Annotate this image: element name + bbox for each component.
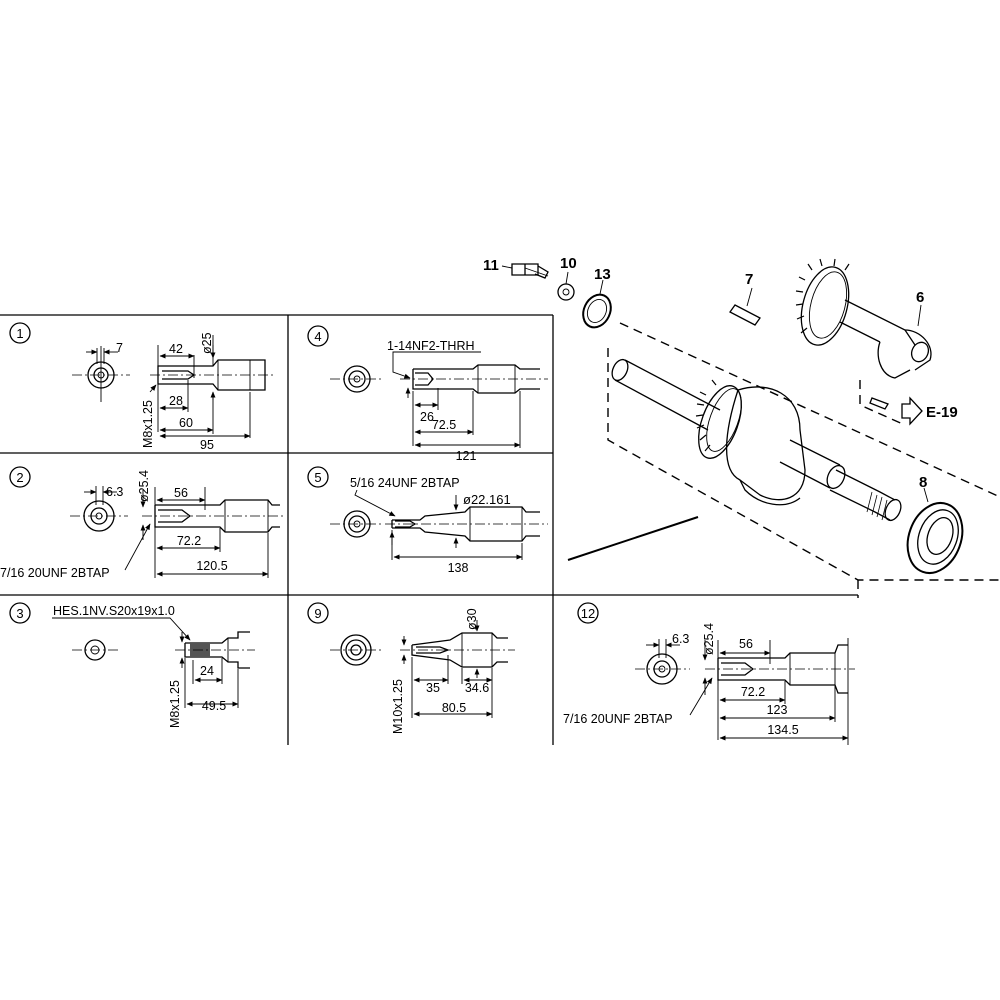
- panel-1-drawing: [72, 335, 275, 439]
- panel-3-dim-24: 24: [200, 664, 214, 678]
- panel-2-drawing: [70, 486, 285, 578]
- panel-9-diameter: ø30: [465, 608, 479, 630]
- panel-12-dim-123: 123: [767, 703, 788, 717]
- seal-13: [582, 279, 612, 329]
- panel-9-dim-35: 35: [426, 681, 440, 695]
- exploded-view: [501, 258, 1000, 598]
- camshaft-6: [795, 258, 932, 379]
- panel-5-number: 5: [314, 470, 321, 485]
- panel-2-dim-120-5: 120.5: [196, 559, 227, 573]
- panel-1-dim-60: 60: [179, 416, 193, 430]
- panel-2-diameter: ø25.4: [137, 470, 151, 502]
- panel-12-number: 12: [581, 606, 595, 621]
- panel-5-thread: 5/16 24UNF 2BTAP: [350, 476, 460, 490]
- panel-2-dim-72-2: 72.2: [177, 534, 201, 548]
- panel-3-drawing: [52, 617, 255, 708]
- panel-1-number: 1: [16, 326, 23, 341]
- bearing-8: [906, 487, 964, 574]
- panel-3-thread-top: HES.1NV.S20x19x1.0: [53, 604, 175, 618]
- panel-4-number: 4: [314, 329, 321, 344]
- panel-9-number: 9: [314, 606, 321, 621]
- panel-4-dim-121: 121: [456, 449, 477, 463]
- panel-1-dim-95: 95: [200, 438, 214, 452]
- panel-2-key-dim: 6.3: [106, 485, 123, 499]
- panel-5-dim-138: 138: [448, 561, 469, 575]
- panel-1-dim-28: 28: [169, 394, 183, 408]
- panel-1-key-dim: 7: [116, 341, 123, 355]
- panel-12-dim-56: 56: [739, 637, 753, 651]
- panel-12-drawing: [635, 638, 855, 745]
- panel-9-dim-80-5: 80.5: [442, 701, 466, 715]
- panel-5-drawing: [330, 489, 548, 560]
- crankshaft: [611, 358, 902, 522]
- callout-10: 10: [560, 255, 577, 272]
- panel-4-dim-26: 26: [420, 410, 434, 424]
- panel-12-dim-134-5: 134.5: [767, 723, 798, 737]
- panel-number-badges: [9, 322, 599, 624]
- callout-13: 13: [594, 266, 611, 283]
- panel-9-dim-34-6: 34.6: [465, 681, 489, 695]
- panel-3-thread: M8x1.25: [168, 680, 182, 728]
- key-7: [729, 287, 761, 326]
- panel-3-dim-49-5: 49.5: [202, 699, 226, 713]
- panel-9-drawing: [330, 620, 515, 718]
- callout-6: 6: [916, 289, 924, 306]
- panel-1-dim-42: 42: [169, 342, 183, 356]
- reference-e-19[interactable]: E-19: [926, 404, 958, 421]
- panel-4-drawing: [330, 351, 548, 448]
- panel-12-thread: 7/16 20UNF 2BTAP: [563, 712, 673, 726]
- panel-12-diameter: ø25.4: [702, 623, 716, 655]
- panel-1-diameter: ø25: [200, 332, 214, 354]
- washer-10: [557, 271, 575, 301]
- panel-2-number: 2: [16, 470, 23, 485]
- callout-11: 11: [483, 257, 499, 274]
- panel-9-thread: M10x1.25: [391, 679, 405, 734]
- panel-3-number: 3: [16, 606, 23, 621]
- panel-4-thread: 1-14NF2-THRH: [387, 339, 475, 353]
- panel-1-thread: M8x1.25: [141, 400, 155, 448]
- panel-5-diameter: ø22.161: [463, 492, 511, 507]
- callout-8: 8: [919, 474, 927, 491]
- panel-12-dim-72-2: 72.2: [741, 685, 765, 699]
- panel-4-dim-72-5: 72.5: [432, 418, 456, 432]
- panel-2-dim-56: 56: [174, 486, 188, 500]
- panel-2-thread: 7/16 20UNF 2BTAP: [0, 566, 110, 580]
- panel-12-key-dim: 6.3: [672, 632, 689, 646]
- panel-grid: [0, 314, 858, 745]
- callout-7: 7: [745, 271, 753, 288]
- bolt-11: [501, 263, 549, 279]
